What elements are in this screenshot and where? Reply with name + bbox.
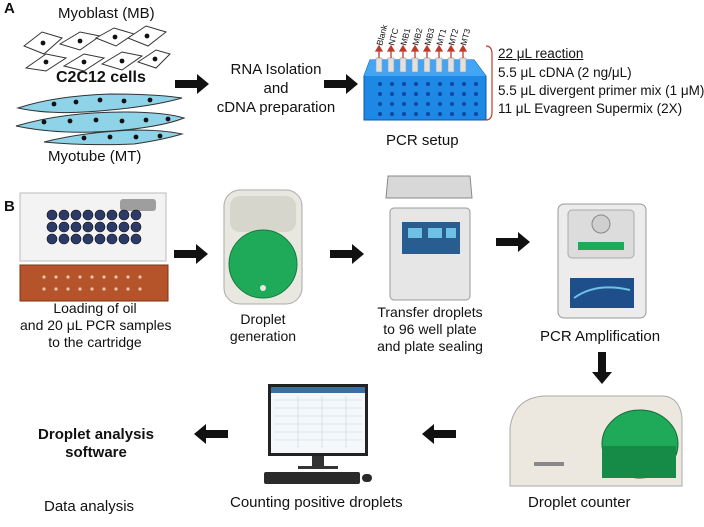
droplet-analysis-software-label: Droplet analysis software [26, 426, 166, 462]
tube-label-mt3: MT3 [458, 27, 472, 46]
panel-b-letter: B [4, 198, 15, 215]
c2c12-cells-label: C2C12 cells [56, 69, 146, 86]
arrow-right-icon [324, 74, 358, 94]
droplet-counter-label: Droplet counter [528, 494, 631, 511]
cartridge-line-1: Loading of oil [53, 300, 137, 316]
transfer-line-2: to 96 well plate [383, 321, 477, 337]
data-analysis-label: Data analysis [44, 498, 135, 515]
tube-label-mb3: MB3 [422, 27, 436, 47]
plate-sealer-photo [385, 175, 473, 301]
arrow-right-icon [174, 244, 208, 264]
droplet-reader-photo [509, 395, 683, 487]
tube-label-mt2: MT2 [446, 27, 460, 46]
pcr-rack-illustration [363, 44, 487, 121]
arrow-down-icon [592, 352, 612, 384]
droplet-generator-photo [223, 189, 303, 305]
rna-isolation-text: RNA Isolation and cDNA preparation [216, 60, 336, 117]
reaction-line-2: 5.5 μL divergent primer mix (1 μM) [498, 83, 704, 98]
computer-photo [264, 384, 372, 484]
myotube-label: Myotube (MT) [48, 148, 142, 165]
droplet-gen-line-2: generation [229, 328, 297, 344]
arrow-right-icon [496, 232, 530, 252]
tube-label-ntc: NTC [386, 27, 400, 46]
arrow-right-icon [175, 74, 209, 94]
transfer-caption: Transfer droplets to 96 well plate and p… [368, 304, 492, 355]
tube-label-mb2: MB2 [410, 27, 424, 47]
rna-line-2: and [263, 80, 289, 97]
arrow-left-icon [194, 424, 228, 444]
transfer-line-3: and plate sealing [377, 338, 483, 354]
cartridge-line-3: to the cartridge [48, 334, 142, 350]
thermal-cycler-photo [557, 203, 647, 319]
tube-labels: Blank NTC MB1 MB2 MB3 MT1 MT2 MT3 [374, 23, 472, 47]
droplet-gen-line-1: Droplet [240, 311, 286, 327]
rna-line-1: RNA Isolation [230, 61, 322, 78]
droplet-generation-caption: Droplet generation [222, 311, 304, 345]
software-line-1: Droplet analysis [38, 426, 154, 443]
myoblast-label: Myoblast (MB) [58, 5, 155, 22]
reaction-bracket [485, 45, 493, 121]
software-line-2: software [65, 444, 127, 461]
rna-line-3: cDNA preparation [216, 99, 336, 116]
reaction-title: 22 μL reaction [498, 46, 584, 61]
arrow-left-icon [422, 424, 456, 444]
pcr-amplification-label: PCR Amplification [540, 328, 661, 345]
myoblast-cells-illustration [23, 25, 171, 72]
tube-label-mb1: MB1 [398, 27, 412, 47]
transfer-line-1: Transfer droplets [377, 304, 483, 320]
cartridge-caption: Loading of oil and 20 μL PCR samples to … [20, 300, 172, 351]
reaction-line-1: 5.5 μL cDNA (2 ng/μL) [498, 65, 632, 80]
reaction-line-3: 11 μL Evagreen Supermix (2X) [498, 101, 683, 116]
myotube-cells-illustration [15, 93, 186, 146]
cartridge-line-2: and 20 μL PCR samples [20, 317, 172, 333]
cartridge-photo [19, 192, 169, 302]
panel-a-letter: A [4, 0, 15, 17]
arrow-right-icon [330, 244, 364, 264]
counting-positive-droplets-label: Counting positive droplets [230, 494, 403, 511]
tube-label-mt1: MT1 [434, 27, 448, 46]
pcr-setup-label: PCR setup [386, 132, 459, 149]
